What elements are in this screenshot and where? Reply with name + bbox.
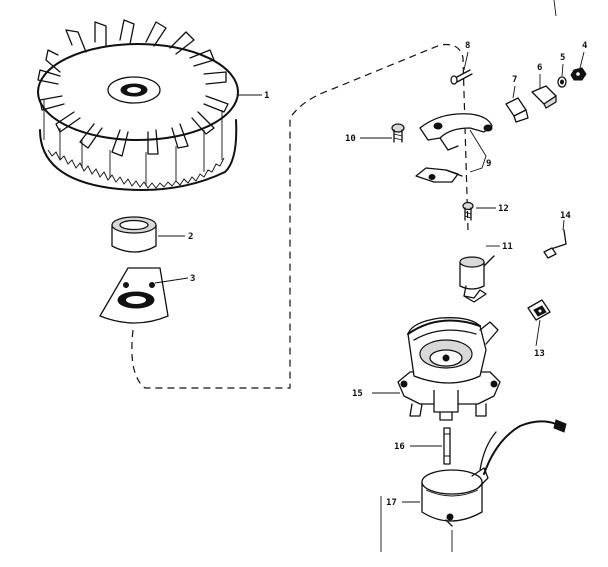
cam-pin: [443, 427, 451, 465]
washer: [557, 76, 567, 88]
callout-17: 17: [386, 498, 397, 508]
guide-line-top-right: [553, 0, 557, 17]
callout-8: 8: [465, 41, 470, 51]
wire-clip: [543, 229, 567, 259]
bracket: [505, 97, 529, 123]
callout-3: 3: [190, 274, 195, 284]
bushing: [111, 216, 157, 253]
callout-11: 11: [502, 242, 513, 252]
callout-1: 1: [264, 91, 269, 101]
callout-7: 7: [512, 75, 517, 85]
condenser: [459, 255, 495, 303]
clip-block: [531, 85, 557, 109]
callout-9: 9: [486, 159, 491, 169]
breaker-points: [415, 113, 493, 183]
stator-plate: [397, 317, 501, 421]
callout-15: 15: [352, 389, 363, 399]
flywheel: [37, 19, 239, 191]
callout-12: 12: [498, 204, 509, 214]
key-plate: [99, 267, 169, 324]
callout-4: 4: [582, 41, 588, 51]
callout-14: 14: [560, 211, 571, 221]
assembly-path: [131, 43, 469, 389]
callout-5: 5: [560, 53, 565, 63]
callout-16: 16: [394, 442, 405, 452]
screw-left: [391, 123, 405, 143]
callout-13: 13: [534, 349, 545, 359]
callout-10: 10: [345, 134, 356, 144]
callout-6: 6: [537, 63, 542, 73]
stud: [450, 69, 473, 85]
screw-condenser: [462, 201, 474, 221]
callout-2: 2: [188, 232, 193, 242]
cover: [527, 299, 551, 321]
ignition-coil: [421, 419, 567, 527]
nut: [570, 67, 587, 81]
